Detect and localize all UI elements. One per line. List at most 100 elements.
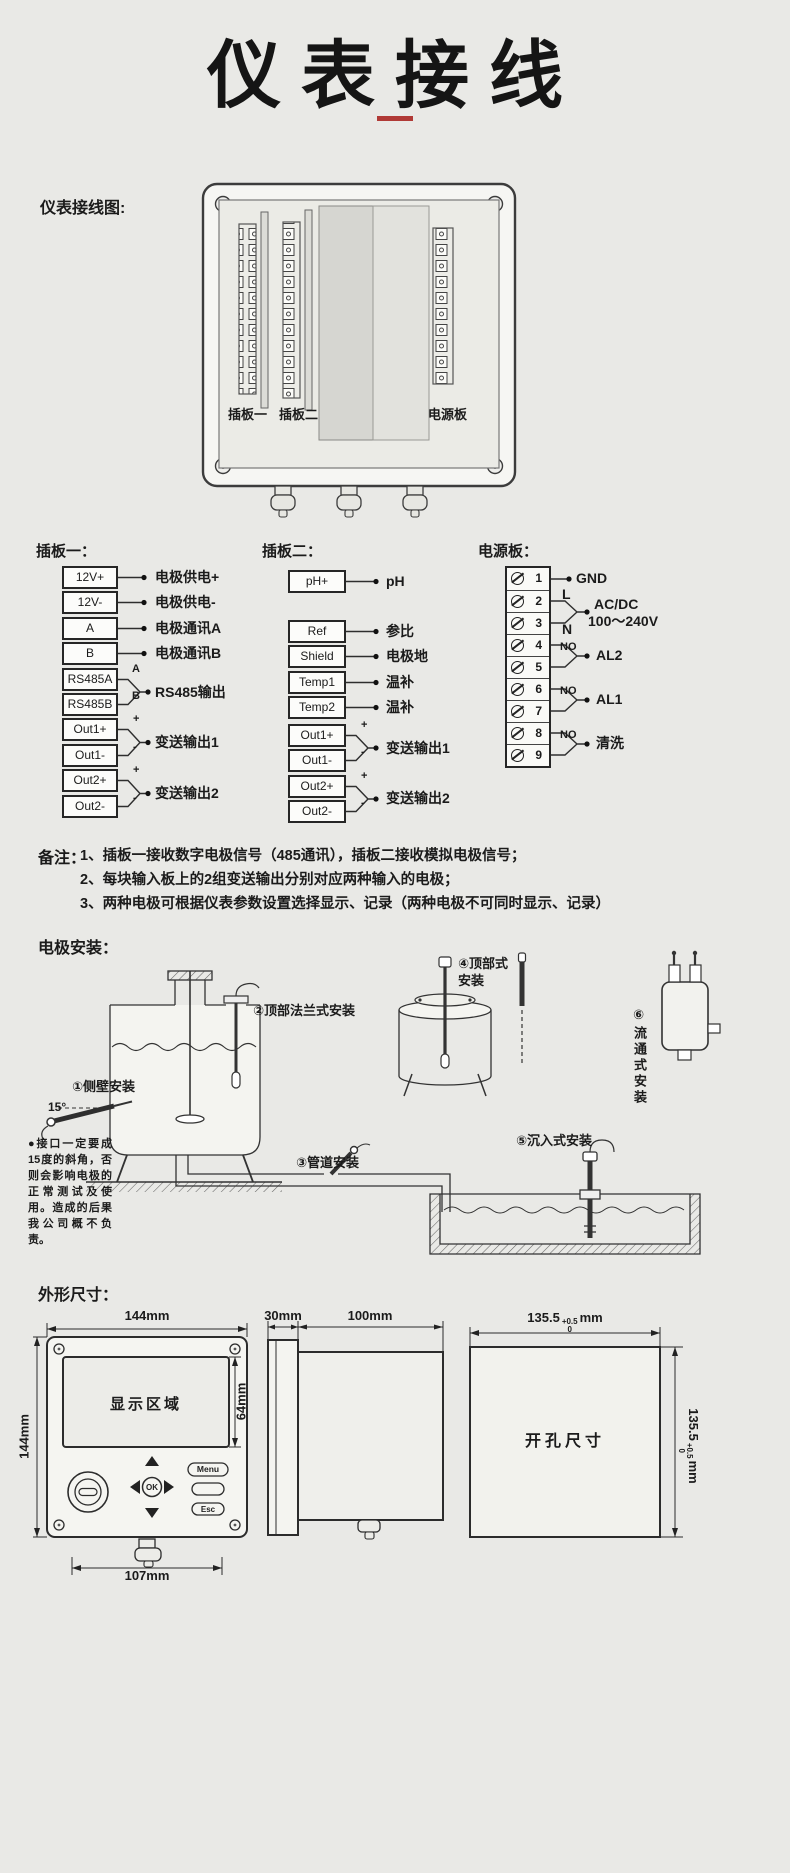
vessel-legs (403, 1073, 487, 1097)
terminal-box: Out1+ (62, 718, 118, 741)
terminal-annotation: RS485输出 (155, 684, 226, 700)
install-label-immersion: ⑤沉入式安装 (516, 1133, 593, 1148)
board2-title: 插板二： (262, 543, 323, 560)
enclosure-board2-label: 插板二 (279, 407, 319, 422)
terminal-box: A (62, 617, 118, 640)
wire-mark: + (133, 764, 140, 776)
down-arrow-key-icon (145, 1508, 159, 1518)
esc-key-outline (191, 1502, 225, 1516)
install-label-pipe: ③管道安装 (296, 1155, 360, 1170)
terminal-number: 3 (535, 616, 542, 630)
note-line-1: 1、插板一接收数字电极信号（485通讯），插板二接收模拟电极信号； (80, 848, 526, 864)
display-height-dim: 64mm (233, 1382, 249, 1421)
wire-mark: B (132, 690, 140, 702)
install-label-top-flange: ②顶部法兰式安装 (253, 1003, 356, 1018)
cable-gland-icon (340, 485, 358, 496)
board2-terminal-strip (282, 221, 301, 399)
front-width-dim: 144mm (124, 1308, 170, 1323)
screw-terminal-icon (511, 727, 524, 740)
dim-unit: mm (686, 1460, 701, 1484)
terminal-box: Out1- (288, 749, 346, 772)
page-title: 仪表接线 (207, 34, 583, 117)
terminal-number: 1 (535, 571, 542, 585)
installation-warning-text: ●接口一定要成15度的斜角，否则会影响电极的正常测试及使用。造成的后果我公司概不… (28, 1138, 112, 1246)
power-terminal-strip: 1 2 3 4 5 6 7 8 9 (505, 566, 551, 768)
board2-wire-lines (346, 578, 379, 813)
flow-cell-connector (689, 964, 702, 983)
flow-cell-body (661, 981, 709, 1051)
liquid-level-line (111, 1042, 257, 1052)
board1-title: 插板一： (36, 543, 97, 560)
terminal-number: 4 (535, 638, 542, 652)
right-arrow-key-icon (164, 1480, 174, 1494)
pipe-electrode (329, 1151, 353, 1176)
screw-terminal-icon (511, 572, 524, 585)
terminal-annotation: 变送输出2 (155, 785, 219, 801)
terminal-box: Out2- (62, 795, 118, 818)
terminal-box: Ref (288, 620, 346, 643)
display-area-outline (62, 1356, 230, 1448)
tank-legs (116, 1154, 254, 1183)
panel-cutout-outline (469, 1346, 661, 1538)
corner-screw-icon (229, 1343, 241, 1355)
install-label-side-wall: ①侧壁安装 (72, 1079, 136, 1094)
body-depth-dim: 100mm (347, 1308, 393, 1323)
power-terminal: 8 (507, 722, 549, 744)
power-l-label: L (562, 586, 571, 602)
enter-key-outline (191, 1482, 225, 1496)
cable-gland-icon (274, 485, 292, 496)
instrument-enclosure-illustration (201, 182, 517, 518)
enclosure-power-label: 电源板 (428, 407, 468, 422)
board1-terminal-strip (238, 223, 257, 395)
title-underline (377, 116, 413, 121)
ground-hatch (86, 1182, 282, 1192)
terminal-annotation: pH (386, 573, 405, 589)
terminal-box: 12V+ (62, 566, 118, 589)
left-arrow-key-icon (130, 1480, 140, 1494)
note-line-2: 2、每块输入板上的2组变送输出分别对应两种输入的电极； (80, 872, 459, 888)
wire-mark: - (361, 797, 365, 809)
sensor-connector-icon (67, 1471, 109, 1513)
wire-mark: + (361, 770, 368, 782)
terminal-number: 7 (535, 704, 542, 718)
pool-walls (429, 1193, 701, 1255)
cutout-width-value: 135.5 (527, 1310, 560, 1325)
terminal-box: Out1- (62, 744, 118, 767)
power-terminal-strip (432, 227, 454, 385)
power-supply-label: AC/DC (594, 596, 639, 612)
bottom-width-dim: 107mm (124, 1568, 170, 1583)
terminal-box: RS485B (62, 693, 118, 716)
front-height-dim: 144mm (16, 1414, 32, 1459)
power-n-label: N (562, 621, 573, 637)
board2-pcb-edge (304, 209, 313, 411)
flow-cell-connector (668, 964, 681, 983)
relay-al1-label: AL1 (596, 691, 623, 707)
terminal-box: Out2+ (288, 775, 346, 798)
dim-unit: mm (579, 1310, 603, 1325)
relay-no-mark: NO (560, 641, 577, 653)
terminal-box: Shield (288, 645, 346, 668)
bezel-depth-dim: 30mm (264, 1308, 302, 1323)
terminal-box: B (62, 642, 118, 665)
power-terminal: 3 (507, 612, 549, 634)
stirrer-propeller (175, 1114, 205, 1124)
power-terminal: 7 (507, 700, 549, 722)
enclosure-board-labels: 插板一 插板二 (228, 404, 318, 423)
pool-water-line (443, 1206, 685, 1214)
relay-wash-label: 清洗 (596, 735, 624, 751)
wire-mark: - (361, 746, 365, 758)
terminal-box: Temp1 (288, 671, 346, 694)
module-cover-light (372, 205, 430, 441)
relay-al2-label: AL2 (596, 647, 623, 663)
tolerance-zero: 0 (567, 1325, 572, 1334)
screw-terminal-icon (511, 661, 524, 674)
power-gnd-label: GND (576, 570, 608, 586)
installation-section-label: 电极安装： (38, 940, 119, 957)
flow-cell-outlet (707, 1023, 721, 1034)
up-arrow-key-icon (145, 1456, 159, 1466)
terminal-annotation: 电极通讯A (155, 620, 222, 636)
sidewall-electrode (53, 1103, 115, 1124)
terminal-annotation: 变送输出1 (155, 734, 219, 750)
